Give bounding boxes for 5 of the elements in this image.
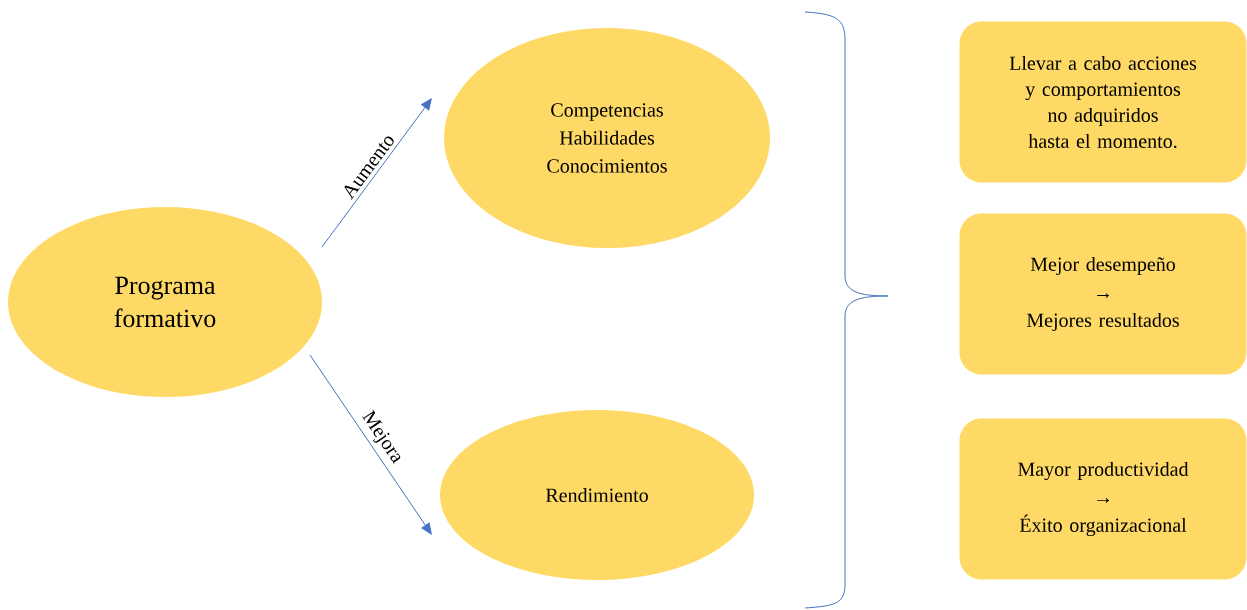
rounded-box: Mejor desempeño → Mejores resultados [959, 213, 1247, 375]
rounded-box: Llevar a cabo acciones y comportamientos no adquiridos hasta el momento. [959, 21, 1247, 183]
rounded-box: Mayor productividad → Éxito organizacional [959, 418, 1247, 580]
arrow [309, 354, 432, 535]
arrow [321, 98, 432, 248]
